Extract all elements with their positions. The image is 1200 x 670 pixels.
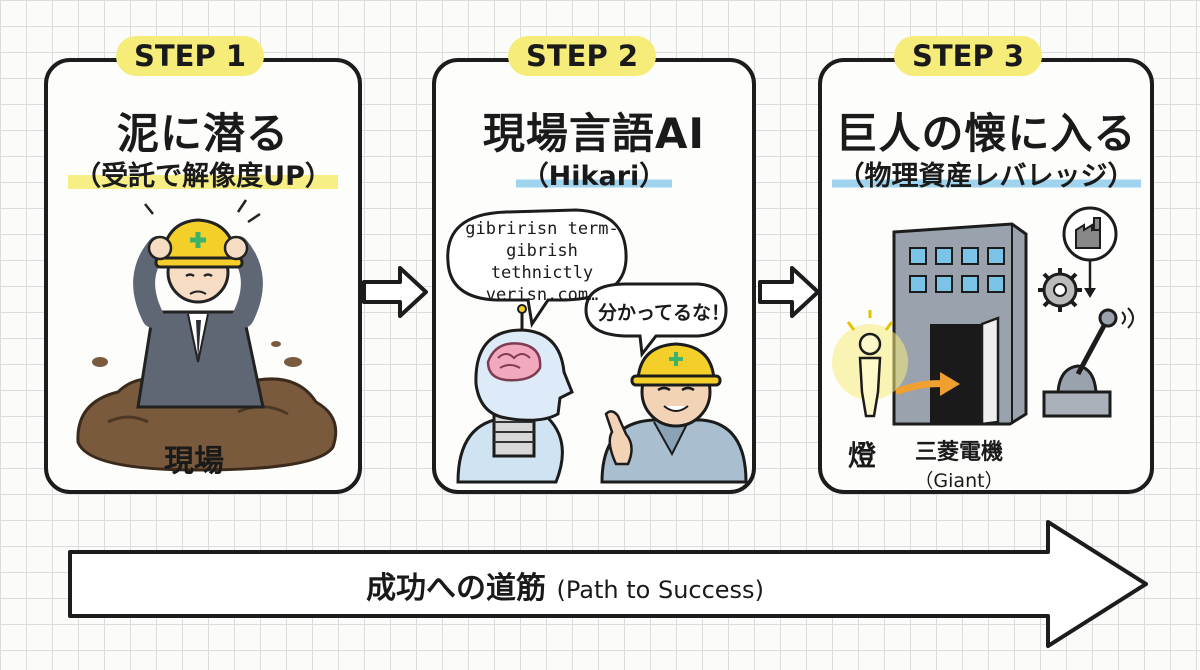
step-1-label: STEP 1 bbox=[116, 36, 264, 76]
worker-in-mud-illustration bbox=[76, 199, 338, 472]
flow-arrow-1 bbox=[362, 266, 428, 318]
step-2-label: STEP 2 bbox=[508, 36, 656, 76]
giant-label: 三菱電機 （Giant） bbox=[914, 440, 1004, 492]
step-2-subtitle: （Hikari） bbox=[436, 154, 752, 193]
person-label: 燈 bbox=[848, 439, 877, 472]
worker-speech-bubble: 分かってるな！ bbox=[598, 302, 731, 324]
step-3-label: STEP 3 bbox=[894, 36, 1042, 76]
flow-arrow-2 bbox=[758, 266, 820, 318]
step-3-subtitle: （物理資産レバレッジ） bbox=[822, 154, 1150, 193]
giant-building-illustration bbox=[832, 206, 1134, 426]
step-2-panel: 現場言語AI （Hikari） gibririsn term- gibrish … bbox=[432, 58, 756, 494]
step-2-title: 現場言語AI bbox=[482, 109, 706, 158]
step-3-title: 巨人の懐に入る bbox=[835, 109, 1137, 158]
step-1-subtitle: （受託で解像度UP） bbox=[48, 154, 358, 193]
ai-and-worker-illustration bbox=[446, 208, 748, 484]
path-arrow bbox=[68, 520, 1148, 648]
step-1-panel: 泥に潜る （受託で解像度UP） 現場 bbox=[44, 58, 362, 494]
ai-speech-bubble: gibririsn term- gibrish tethnictly veris… bbox=[465, 219, 619, 305]
path-to-success-label: 成功への道筋 (Path to Success) bbox=[366, 571, 764, 606]
step-1-title: 泥に潜る bbox=[116, 109, 289, 158]
genba-label: 現場 bbox=[164, 444, 224, 479]
step-3-panel: 巨人の懐に入る （物理資産レバレッジ） bbox=[818, 58, 1154, 494]
